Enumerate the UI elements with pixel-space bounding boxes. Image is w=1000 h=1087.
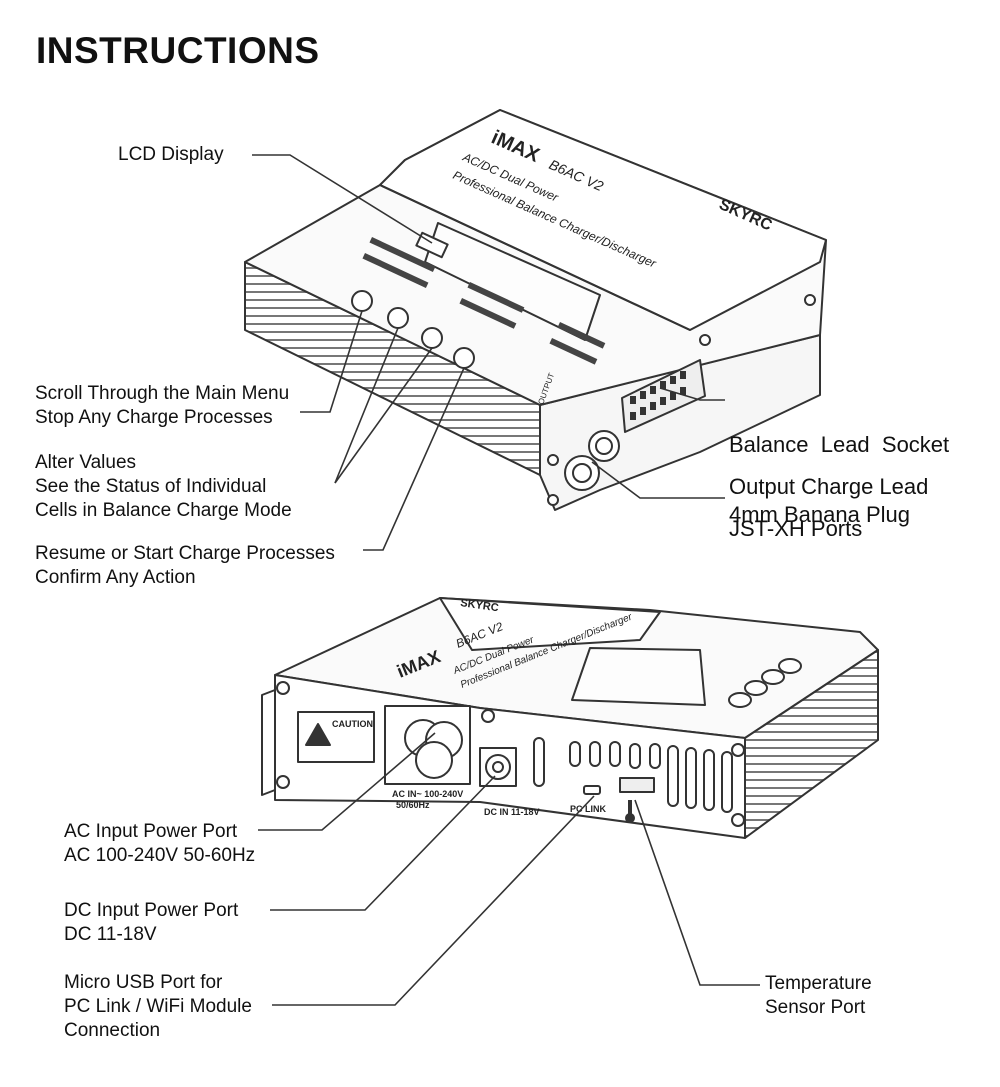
callout-usb-line-3: Connection <box>64 1020 161 1041</box>
bottom-maker: SKYRC <box>460 597 500 614</box>
callout-resume-line-1: Resume or Start Charge Processes <box>35 543 335 564</box>
callout-resume-line-2: Confirm Any Action <box>35 567 196 588</box>
callout-scroll: Scroll Through the Main Menu Stop Any Ch… <box>35 382 289 430</box>
top-charger <box>244 109 827 511</box>
btn-batt-prog-stop <box>351 290 373 312</box>
bottom-charger <box>261 597 879 839</box>
callout-dc-line-1: DC Input Power Port <box>64 900 239 921</box>
top-front-face <box>539 334 821 511</box>
leader-lines <box>252 154 760 1006</box>
temp-sensor-port <box>619 777 655 793</box>
page-title: INSTRUCTIONS <box>36 30 320 71</box>
callout-dc: DC Input Power Port DC 11-18V <box>64 899 238 947</box>
callout-alter-line-1: Alter Values <box>35 452 137 473</box>
callout-dc-line-2: DC 11-18V <box>64 924 157 945</box>
callout-balance-line-2: JST-XH Ports <box>729 516 863 541</box>
btn-dec-status <box>387 307 409 329</box>
caution-title: CAUTION <box>332 719 373 729</box>
callout-temp: Temperature Sensor Port <box>765 972 872 1020</box>
callout-output-line-2: 4mm Banana Plug <box>729 502 910 527</box>
ac-freq: 50/60Hz <box>396 800 430 810</box>
callout-balance: Balance Lead Socket JST-XH Ports <box>729 375 949 571</box>
callout-alter-line-3: Cells in Balance Charge Mode <box>35 500 292 521</box>
bottom-right-fins <box>744 649 879 839</box>
pc-link-label: PC LINK <box>570 804 607 814</box>
callout-temp-line-2: Sensor Port <box>765 997 866 1018</box>
callout-temp-line-1: Temperature <box>765 973 872 994</box>
callout-usb-line-2: PC Link / WiFi Module <box>64 996 252 1017</box>
callout-balance-line-1: Balance Lead Socket <box>729 432 950 457</box>
callout-scroll-line-1: Scroll Through the Main Menu <box>35 383 290 404</box>
callout-ac: AC Input Power Port AC 100-240V 50-60Hz <box>64 820 255 868</box>
micro-usb-port <box>583 785 601 795</box>
btn-inc <box>421 327 443 349</box>
callout-usb-line-1: Micro USB Port for <box>64 972 223 993</box>
ac-label: AC IN~ 100-240V <box>392 789 463 799</box>
btn-enter-start <box>453 347 475 369</box>
callout-alter: Alter Values See the Status of Individua… <box>35 451 292 523</box>
callout-lcd-line-1: LCD Display <box>118 144 224 165</box>
callout-ac-line-1: AC Input Power Port <box>64 821 238 842</box>
callout-scroll-line-2: Stop Any Charge Processes <box>35 407 273 428</box>
callout-output: Output Charge Lead 4mm Banana Plug <box>729 473 928 529</box>
bottom-lcd <box>571 647 706 706</box>
callout-usb: Micro USB Port for PC Link / WiFi Module… <box>64 971 252 1043</box>
callout-output-line-1: Output Charge Lead <box>729 474 929 499</box>
callout-alter-line-2: See the Status of Individual <box>35 476 267 497</box>
callout-lcd-display: LCD Display <box>118 143 224 167</box>
callout-resume: Resume or Start Charge Processes Confirm… <box>35 542 335 590</box>
dc-label: DC IN 11-18V <box>484 807 540 817</box>
callout-ac-line-2: AC 100-240V 50-60Hz <box>64 845 256 866</box>
